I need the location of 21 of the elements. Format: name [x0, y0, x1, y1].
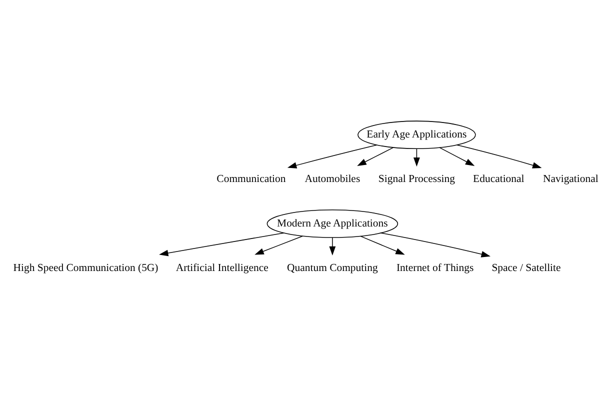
- node-ellipse: Early Age Applications: [358, 120, 476, 149]
- node-text: Artificial Intelligence: [176, 261, 268, 274]
- node-text: Navigational: [542, 172, 598, 185]
- node-text: High Speed Communication (5G): [13, 261, 158, 274]
- arrow: [380, 232, 490, 257]
- node-text: Space / Satellite: [492, 261, 561, 274]
- arrow: [456, 144, 542, 168]
- node-text: Internet of Things: [396, 261, 474, 274]
- node-text: Automobiles: [304, 172, 360, 185]
- arrow: [159, 232, 284, 256]
- arrow: [357, 146, 394, 166]
- arrow: [439, 146, 475, 166]
- arrow: [360, 235, 405, 254]
- node-ellipse: Modern Age Applications: [266, 209, 398, 238]
- node-text: Communication: [216, 172, 286, 185]
- node-text: Educational: [473, 172, 524, 185]
- node-text: Signal Processing: [378, 172, 455, 185]
- arrow: [254, 235, 303, 254]
- arrow: [329, 236, 336, 256]
- node-text: Quantum Computing: [287, 261, 378, 274]
- arrow: [287, 144, 378, 168]
